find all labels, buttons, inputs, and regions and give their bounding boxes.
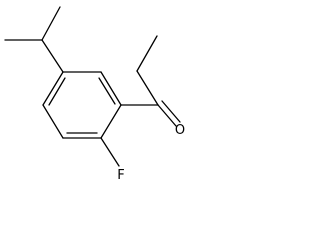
ring-bond-6 — [42, 71, 64, 106]
ring-bond-2 — [100, 71, 122, 106]
benzene-ring — [42, 71, 122, 139]
ring-double-bond-inner-3 — [48, 77, 66, 106]
structure-diagram: O F — [4, 6, 185, 183]
carbonyl-double-bond-a — [157, 104, 177, 127]
ring-bond-3 — [100, 104, 122, 139]
oxygen-atom-label: O — [175, 123, 185, 138]
bond-isopropyl-upper-methyl — [41, 6, 61, 41]
bond-ch2-to-ch3 — [136, 35, 158, 72]
propanoyl-group — [120, 35, 181, 127]
bond-carbonyl-to-ch2 — [136, 70, 159, 106]
ring-bond-5 — [42, 104, 64, 139]
bond-ring-to-fluorine — [100, 137, 120, 167]
carbonyl-double-bond-b — [161, 100, 181, 123]
bond-isopropyl-to-ring — [41, 39, 64, 73]
fluorine-atom-label: F — [117, 168, 124, 183]
ring-double-bond-inner-1 — [98, 77, 116, 105]
isopropyl-group — [4, 6, 64, 73]
